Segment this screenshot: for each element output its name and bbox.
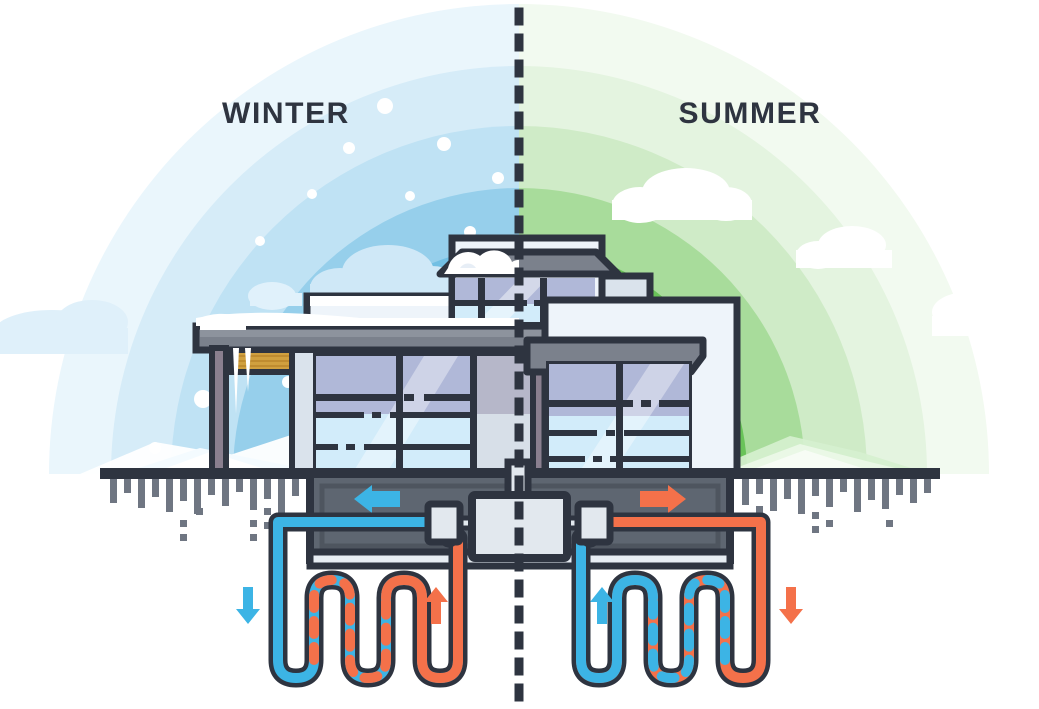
- ground-hatch-right: [742, 479, 931, 533]
- winter-loop-transition: [309, 575, 391, 683]
- roof-slab-highlight: [200, 330, 700, 337]
- cloud-left-edge: [0, 300, 128, 354]
- canopy-snow: [444, 250, 519, 274]
- summer-up-arrow: [590, 587, 614, 624]
- house-cutaway: [192, 234, 741, 478]
- cloud-summer-right: [796, 226, 892, 269]
- support-column-outer: [209, 345, 229, 477]
- left-manifold-box: [424, 500, 464, 546]
- cloud-summer-center: [612, 168, 752, 223]
- winter-loop-hot-bend: [381, 575, 463, 683]
- column-outer: [209, 345, 229, 477]
- summer-loop-transition: [648, 575, 730, 683]
- winter-label: WINTER: [222, 97, 350, 130]
- summer-clouds: [612, 168, 1039, 337]
- winter-down-arrow: [236, 587, 260, 624]
- cloud-small-left: [248, 282, 302, 310]
- roof-snow: [196, 312, 519, 326]
- summer-basement-arrow: [640, 485, 686, 513]
- winter-basement-arrow: [354, 485, 400, 513]
- left-curtain-wall: [313, 353, 543, 477]
- right-glass-sheen: [578, 364, 684, 474]
- right-manifold-box: [574, 500, 614, 546]
- summer-down-arrow: [779, 587, 803, 624]
- summer-loop-cold-bend: [576, 575, 658, 683]
- cloud-summer-far-right: [932, 292, 1039, 337]
- right-curtain-wall: [546, 361, 692, 477]
- winter-up-arrow: [424, 587, 448, 624]
- summer-label: SUMMER: [679, 97, 822, 130]
